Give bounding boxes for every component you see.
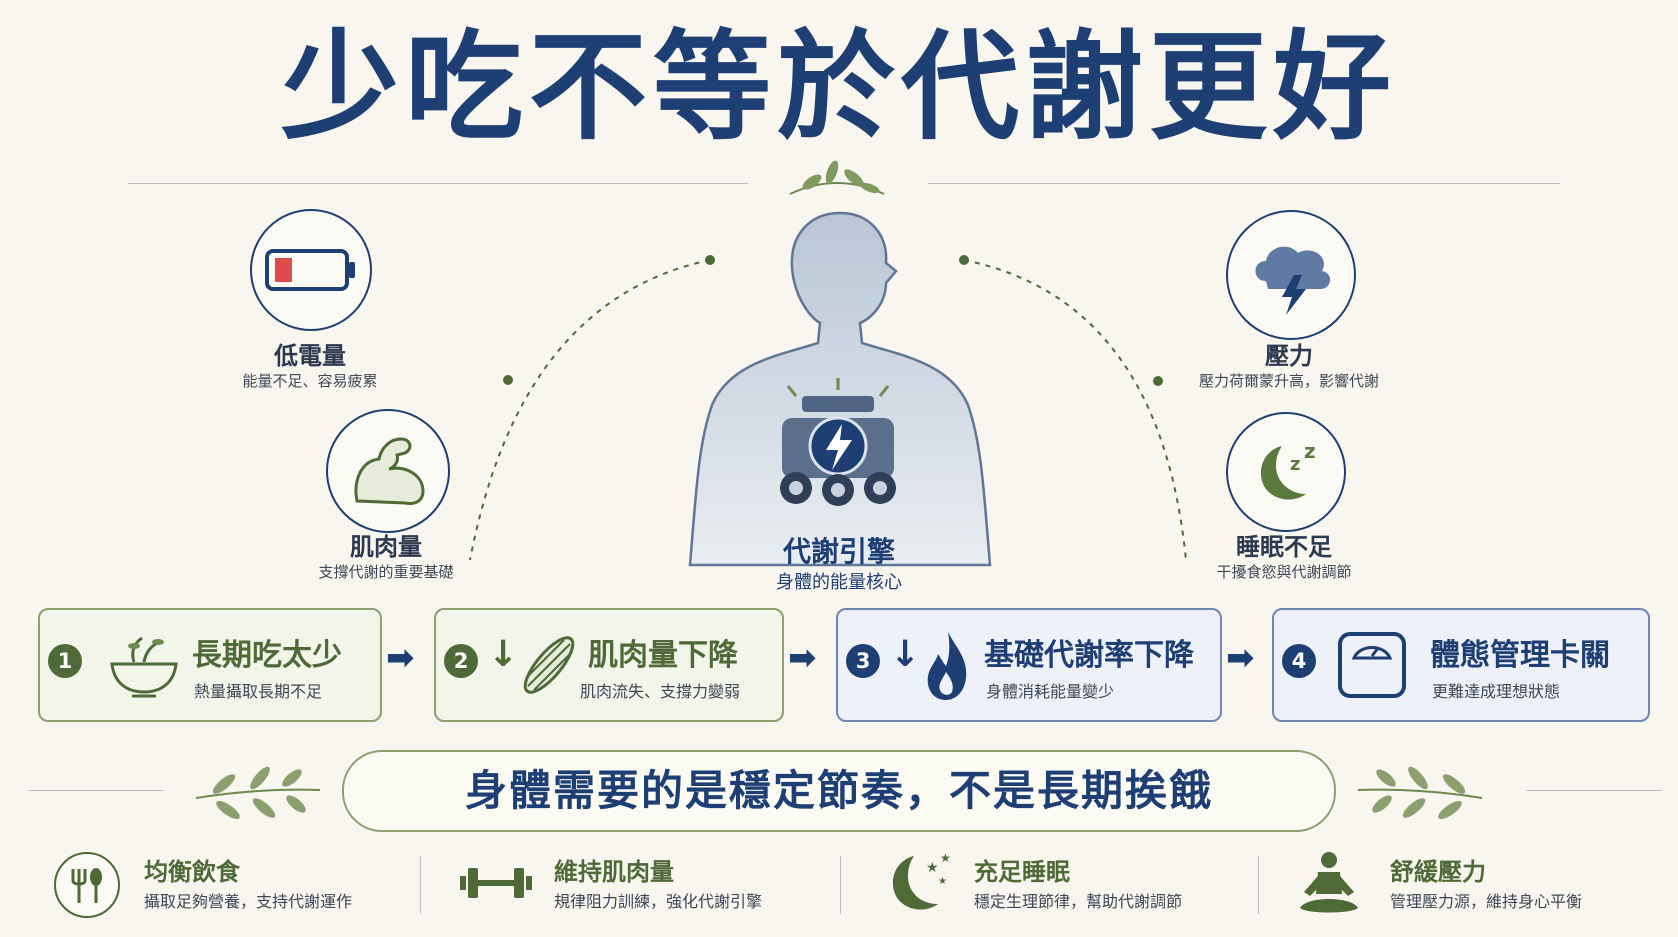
- stress-label: 壓力: [1265, 342, 1313, 370]
- sleep-sub: 干擾食慾與代謝調節: [1216, 563, 1352, 581]
- svg-text:★: ★: [940, 851, 951, 865]
- divider-left: [128, 183, 748, 184]
- step-title: 長期吃太少: [192, 638, 342, 673]
- tip-sub: 規律阻力訓練，強化代謝引擎: [554, 892, 763, 911]
- moon-zzz-icon: z z: [1260, 439, 1316, 500]
- step-number: 4: [1282, 644, 1316, 678]
- step-sub: 熱量攝取長期不足: [194, 682, 323, 701]
- arrow-right-icon: ➡: [788, 638, 817, 678]
- divider-right: [928, 183, 1560, 184]
- down-arrow-icon: ↓: [488, 634, 519, 675]
- olive-branch-icon: [1357, 766, 1483, 820]
- step-title: 基礎代謝率下降: [984, 638, 1194, 673]
- engine-sublabel: 身體的能量核心: [776, 572, 902, 593]
- tip-sub: 攝取足夠營養，支持代謝運作: [144, 892, 353, 911]
- divider: [840, 856, 841, 914]
- meditation-icon: [1300, 852, 1358, 913]
- step-card-3: 3 ↓ 基礎代謝率下降 身體消耗能量變少: [836, 608, 1222, 722]
- svg-text:★: ★: [938, 876, 947, 887]
- step-title: 體態管理卡關: [1430, 638, 1610, 673]
- tip-sub: 穩定生理節律，幫助代謝調節: [974, 892, 1183, 911]
- leaf-sprig-icon: [789, 160, 885, 195]
- scale-icon: [1338, 632, 1406, 698]
- step-sub: 身體消耗能量變少: [986, 682, 1115, 701]
- svg-text:★: ★: [926, 860, 939, 876]
- divider-left: [28, 790, 164, 791]
- battery-low-icon: [265, 249, 355, 291]
- down-arrow-icon: ↓: [890, 634, 921, 675]
- sleep-label: 睡眠不足: [1236, 533, 1332, 561]
- step-card-2: 2 ↓ 肌肉量下降 肌肉流失、支撐力變弱: [434, 608, 784, 722]
- fork-spoon-icon: [71, 868, 102, 903]
- muscle-sub: 支撐代謝的重要基礎: [318, 563, 454, 581]
- stress-badge: [1226, 210, 1356, 340]
- low-battery-sub: 能量不足、容易疲累: [242, 372, 378, 390]
- moon-stars-icon: ★ ★ ★: [892, 851, 951, 910]
- tip-sub: 管理壓力源，維持身心平衡: [1390, 892, 1583, 911]
- human-silhouette: [688, 211, 992, 567]
- page-title: 少吃不等於代謝更好: [280, 17, 1397, 156]
- muscle-badge: [326, 409, 450, 533]
- key-message-banner: 身體需要的是穩定節奏，不是長期挨餓: [342, 750, 1336, 832]
- muscle-label: 肌肉量: [350, 533, 422, 561]
- flexed-arm-icon: [354, 437, 425, 505]
- step-sub: 更難達成理想狀態: [1432, 682, 1561, 701]
- engine-icon: [780, 378, 896, 506]
- muscle-fiber-icon: [523, 636, 575, 694]
- low-battery-label: 低電量: [274, 342, 346, 370]
- step-title: 肌肉量下降: [588, 638, 738, 673]
- low-battery-badge: [250, 209, 372, 331]
- step-sub: 肌肉流失、支撐力變弱: [580, 682, 741, 701]
- flame-icon: [927, 632, 967, 700]
- svg-text:z: z: [1304, 439, 1316, 463]
- divider-right: [1526, 790, 1662, 791]
- tip-title: 維持肌肉量: [554, 858, 674, 886]
- arrow-right-icon: ➡: [386, 638, 415, 678]
- step-card-4: 4 體態管理卡關 更難達成理想狀態: [1272, 608, 1650, 722]
- dumbbell-icon: [460, 868, 532, 898]
- divider: [420, 856, 421, 914]
- step-number: 1: [48, 644, 82, 678]
- tip-title: 均衡飲食: [144, 858, 240, 886]
- tip-title: 充足睡眠: [974, 858, 1070, 886]
- tip-title: 舒緩壓力: [1390, 858, 1486, 886]
- olive-branch-icon: [195, 766, 321, 820]
- engine-label: 代謝引擎: [782, 535, 895, 568]
- tip-badge: [54, 852, 120, 918]
- step-number: 3: [846, 644, 880, 678]
- step-card-1: 1 長期吃太少 熱量攝取長期不足: [38, 608, 382, 722]
- stress-sub: 壓力荷爾蒙升高，影響代謝: [1198, 372, 1379, 390]
- sleep-badge: z z: [1226, 412, 1346, 532]
- step-number: 2: [444, 644, 478, 678]
- divider: [1258, 856, 1259, 914]
- storm-cloud-icon: [1255, 246, 1331, 315]
- arrow-right-icon: ➡: [1226, 638, 1255, 678]
- svg-text:z: z: [1290, 454, 1300, 475]
- salad-bowl-icon: [110, 636, 178, 698]
